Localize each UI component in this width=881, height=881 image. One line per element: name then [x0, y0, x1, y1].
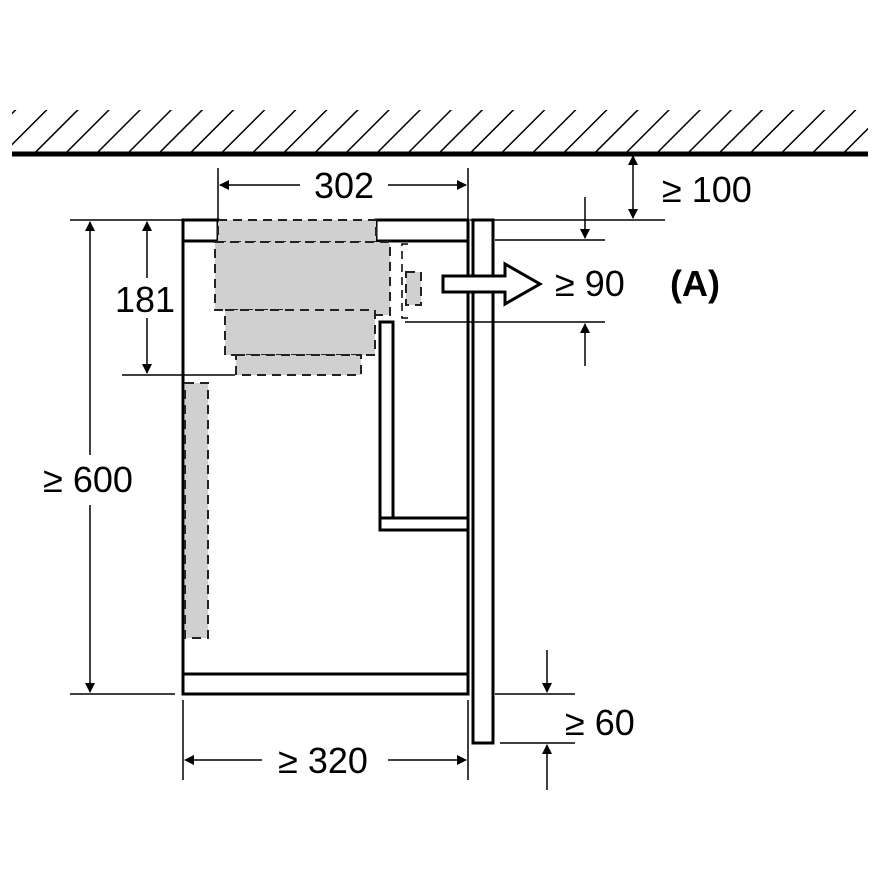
- dimension-vent-gap-label: ≥ 90: [555, 263, 625, 304]
- dimension-cabinet-height-label: ≥ 600: [43, 459, 133, 500]
- inner-panel: [378, 320, 395, 532]
- dimension-bottom-gap: ≥ 60: [495, 650, 635, 790]
- dimension-ceiling-gap: ≥ 100: [470, 155, 752, 221]
- dimension-cabinet-depth-label: ≥ 320: [278, 740, 368, 781]
- dimension-height-offset: 181: [115, 219, 235, 376]
- bottom-shelf: [181, 672, 470, 696]
- cabinet: [181, 218, 495, 745]
- dimension-cabinet-depth: ≥ 320: [182, 700, 469, 781]
- dimension-bottom-gap-label: ≥ 60: [565, 702, 635, 743]
- appliance: [184, 219, 422, 639]
- dimension-vent-gap: ≥ 90 (A): [405, 197, 720, 366]
- dimension-ceiling-gap-label: ≥ 100: [662, 169, 752, 210]
- dimension-cabinet-height: ≥ 600: [43, 219, 175, 695]
- dimension-width-label: 302: [314, 165, 374, 206]
- ceiling: [12, 110, 868, 157]
- vent-callout-label: (A): [670, 263, 720, 304]
- inner-shelf: [378, 516, 470, 532]
- top-shelf-right: [374, 218, 470, 243]
- dimension-width: 302: [217, 165, 469, 222]
- airflow-arrow-icon: [441, 261, 544, 307]
- dimension-height-offset-label: 181: [115, 279, 175, 320]
- cabinet-door: [471, 218, 495, 745]
- top-shelf-left: [181, 218, 220, 243]
